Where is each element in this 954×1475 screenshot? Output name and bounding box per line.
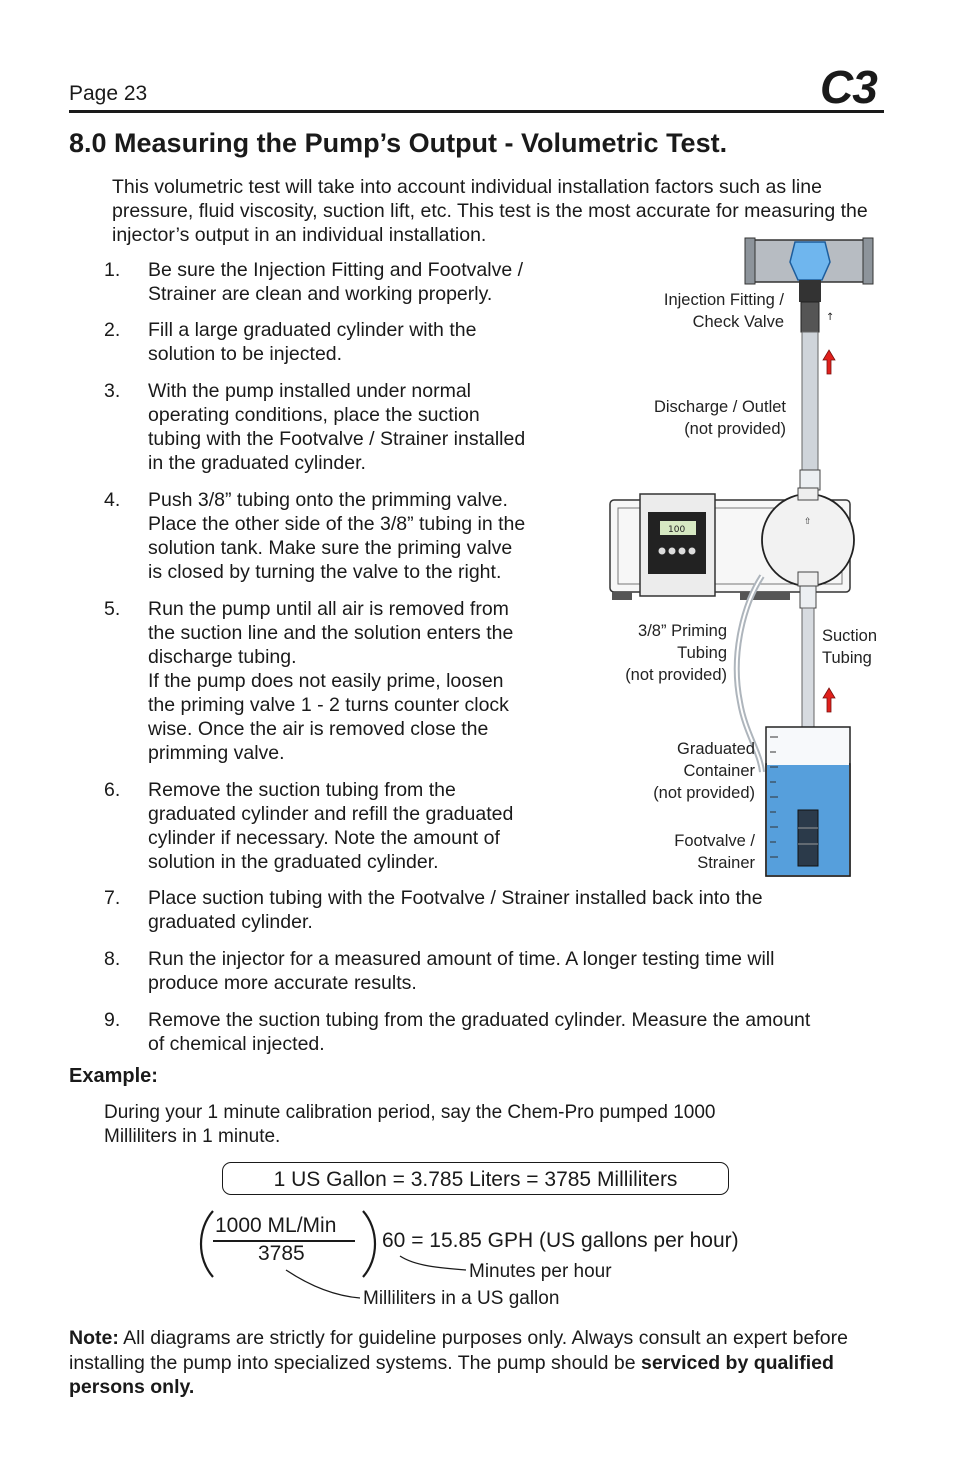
lcd-value: 100	[668, 525, 685, 535]
label-injection-fitting: Injection Fitting / Check Valve	[663, 291, 784, 331]
ml-in-gallon-label: Milliliters in a US gallon	[363, 1288, 560, 1309]
page-number: Page 23	[69, 82, 148, 105]
minutes-per-hour-label: Minutes per hour	[469, 1261, 612, 1282]
label-graduated-container: Graduated Container (not provided)	[653, 740, 755, 802]
note-text: All diagrams are strictly for guideline …	[69, 1327, 848, 1374]
pipe-end-right	[862, 237, 874, 285]
head-arrow: ⇧	[804, 517, 812, 527]
pipe-end-left	[744, 237, 756, 285]
pump-foot-right	[740, 592, 790, 600]
label-suction-tubing: Suction Tubing	[822, 627, 878, 667]
container-empty-top	[767, 727, 849, 765]
lcd-display	[660, 521, 696, 535]
suction-fitting	[799, 585, 817, 609]
section-title: 8.0 Measuring the Pump’s Output - Volume…	[69, 128, 728, 158]
intro-paragraph: This volumetric test will take into acco…	[112, 176, 868, 246]
discharge-tubing	[801, 331, 819, 473]
flow-arrow-small: ↑	[826, 312, 834, 323]
control-button-3	[678, 547, 686, 555]
note-bold: serviced by qualified persons only.	[69, 1351, 834, 1399]
discharge-fitting	[799, 469, 821, 491]
control-button-1	[658, 547, 666, 555]
example-heading: Example:	[69, 1065, 158, 1087]
discharge-flow-arrow	[822, 349, 836, 375]
priming-tubing-highlight	[735, 575, 763, 773]
pump-installation-diagram: ↑ 100 ⇧	[609, 237, 874, 877]
label-footvalve: Footvalve / Strainer	[674, 832, 755, 872]
check-valve-body	[800, 301, 820, 333]
suction-flow-arrow	[822, 687, 836, 713]
c3-logo: C3	[820, 61, 878, 113]
head-bottom-port	[797, 571, 819, 587]
minutes-leader	[399, 1255, 467, 1271]
left-paren	[200, 1210, 214, 1278]
control-button-2	[668, 547, 676, 555]
control-button-4	[688, 547, 696, 555]
footvalve-strainer	[797, 809, 819, 867]
head-top-port	[797, 487, 819, 501]
label-priming-tubing: 3/8” Priming Tubing (not provided)	[625, 622, 727, 684]
pump-foot-left	[612, 592, 632, 600]
note-paragraph: Note: All diagrams are strictly for guid…	[69, 1326, 889, 1400]
label-discharge: Discharge / Outlet (not provided)	[653, 398, 786, 438]
formula-fraction-bar	[213, 1240, 355, 1242]
injection-fitting-nut	[799, 280, 821, 302]
example-text: During your 1 minute calibration period,…	[104, 1102, 716, 1147]
note-label: Note:	[69, 1327, 119, 1349]
formula-result: 60 = 15.85 GPH (US gallons per hour)	[382, 1229, 739, 1252]
container-outline	[765, 726, 851, 877]
formula-denominator: 3785	[258, 1242, 305, 1265]
right-paren	[362, 1210, 376, 1278]
formula-parentheses	[200, 1210, 376, 1278]
header-rule	[69, 110, 884, 113]
ml-leader	[285, 1269, 361, 1299]
injection-tee	[789, 241, 831, 281]
annotation-leaders	[285, 1255, 467, 1299]
conversion-box: 1 US Gallon = 3.785 Liters = 3785 Millil…	[222, 1162, 729, 1195]
formula-numerator: 1000 ML/Min	[215, 1214, 337, 1237]
